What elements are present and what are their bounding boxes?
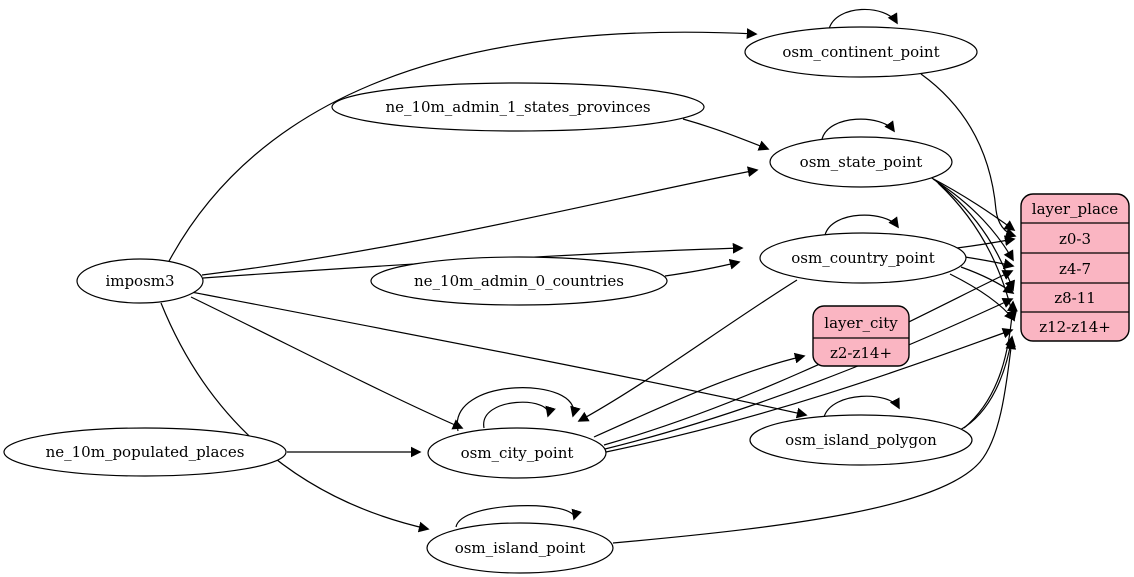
- node-ne_10m_admin_0_countries-label: ne_10m_admin_0_countries: [414, 272, 624, 290]
- layer_place-row-z0-3: z0-3: [1059, 230, 1091, 248]
- node-osm_city_point-shape: [427, 427, 607, 479]
- edge-imposm3-osm_city_point: [190, 296, 464, 430]
- layer_place-row-z8-11: z8-11: [1054, 289, 1096, 307]
- self-loop-osm_continent_point: [828, 8, 898, 30]
- edge-osm_country_point-layer_place-z12: [949, 273, 1016, 322]
- edge-osm_city_point-layer_place-z12: [605, 327, 1014, 453]
- self-loop-osm_city_point-outer: [456, 387, 581, 432]
- node-layer_place-title: layer_place: [1032, 200, 1119, 218]
- node-osm_country_point: osm_country_point: [759, 232, 967, 284]
- edge-osm_state_point-layer_place-z0-3: [927, 175, 1016, 231]
- edge-osm_country_point-osm_city_point: [577, 279, 798, 422]
- node-osm_island_point: osm_island_point: [426, 522, 614, 574]
- edge-imposm3-osm_continent_point: [167, 28, 758, 264]
- edge-ne_10m_admin_1_states_provinces-osm_state_point: [682, 118, 770, 151]
- self-loop-osm_city_point-inner: [483, 401, 556, 429]
- edge-osm_island_polygon-layer_place-z12: [959, 335, 1016, 431]
- node-ne_10m_admin_1_states_provinces-label: ne_10m_admin_1_states_provinces: [385, 98, 650, 116]
- edge-osm_country_point-layer_place-z0-3: [956, 235, 1016, 249]
- node-ne_10m_populated_places: ne_10m_populated_places: [3, 427, 287, 477]
- node-layer_place: layer_place z0-3 z4-7 z8-11 z12-z14+: [1020, 193, 1130, 342]
- edge-imposm3-osm_island_polygon: [185, 290, 808, 419]
- edge-osm_island_polygon-layer_place-z8-11: [963, 300, 1018, 429]
- node-layer_city-shape: [812, 305, 910, 367]
- node-layer_city: layer_city z2-z14+: [812, 305, 910, 367]
- node-osm_city_point: osm_city_point: [427, 427, 607, 479]
- edge-osm_state_point-layer_place-z4-7: [932, 178, 1014, 262]
- edge-osm_country_point-layer_place-z4-7: [964, 256, 1015, 270]
- edges: [160, 8, 1018, 544]
- edge-osm_state_point-layer_place-z8-11: [935, 180, 1016, 292]
- node-ne_10m_populated_places-label: ne_10m_populated_places: [46, 443, 245, 461]
- edge-imposm3-osm_state_point: [201, 166, 759, 276]
- node-osm_island_polygon: osm_island_polygon: [749, 414, 973, 466]
- node-osm_island_polygon-label: osm_island_polygon: [785, 431, 937, 449]
- node-ne_10m_populated_places-shape: [3, 427, 287, 477]
- node-osm_country_point-label: osm_country_point: [791, 249, 935, 267]
- edge-osm_island_point-layer_place-z12: [612, 338, 1017, 544]
- node-osm_continent_point: osm_continent_point: [744, 26, 978, 78]
- node-osm_state_point-shape: [769, 136, 953, 188]
- node-ne_10m_admin_0_countries: ne_10m_admin_0_countries: [370, 256, 668, 306]
- self-loop-osm_island_polygon: [823, 395, 900, 418]
- node-osm_state_point: osm_state_point: [769, 136, 953, 188]
- self-loop-osm_island_point: [455, 505, 582, 528]
- node-ne_10m_admin_1_states_provinces: ne_10m_admin_1_states_provinces: [331, 82, 705, 132]
- layer_place-row-z4-7: z4-7: [1059, 260, 1091, 278]
- node-layer_place-shape: [1020, 193, 1130, 342]
- node-osm_state_point-label: osm_state_point: [800, 153, 923, 171]
- node-imposm3-label: imposm3: [105, 272, 174, 290]
- node-osm_island_point-label: osm_island_point: [455, 539, 586, 557]
- edge-osm_city_point-layer_city-z2: [593, 352, 806, 438]
- node-layer_city-title: layer_city: [824, 314, 898, 332]
- node-ne_10m_admin_0_countries-shape: [370, 256, 668, 306]
- self-loop-osm_country_point: [824, 214, 899, 236]
- node-osm_continent_point-label: osm_continent_point: [782, 43, 939, 61]
- node-ne_10m_admin_1_states_provinces-shape: [331, 82, 705, 132]
- node-imposm3-shape: [76, 258, 204, 304]
- layer_place-row-z12-z14: z12-z14+: [1039, 318, 1111, 336]
- node-osm_country_point-shape: [759, 232, 967, 284]
- layer_city-row-z2-z14: z2-z14+: [830, 344, 892, 362]
- edge-imposm3-osm_island_point: [160, 302, 430, 533]
- edge-osm_city_point-layer_place-z8-11: [604, 297, 1014, 450]
- node-osm_continent_point-shape: [744, 26, 978, 78]
- node-imposm3: imposm3: [76, 258, 204, 304]
- node-osm_island_point-shape: [426, 522, 614, 574]
- node-osm_city_point-label: osm_city_point: [461, 444, 574, 462]
- node-osm_island_polygon-shape: [749, 414, 973, 466]
- edge-ne_10m_admin_0_countries-osm_country_point: [664, 258, 741, 277]
- self-loop-osm_state_point: [821, 118, 895, 140]
